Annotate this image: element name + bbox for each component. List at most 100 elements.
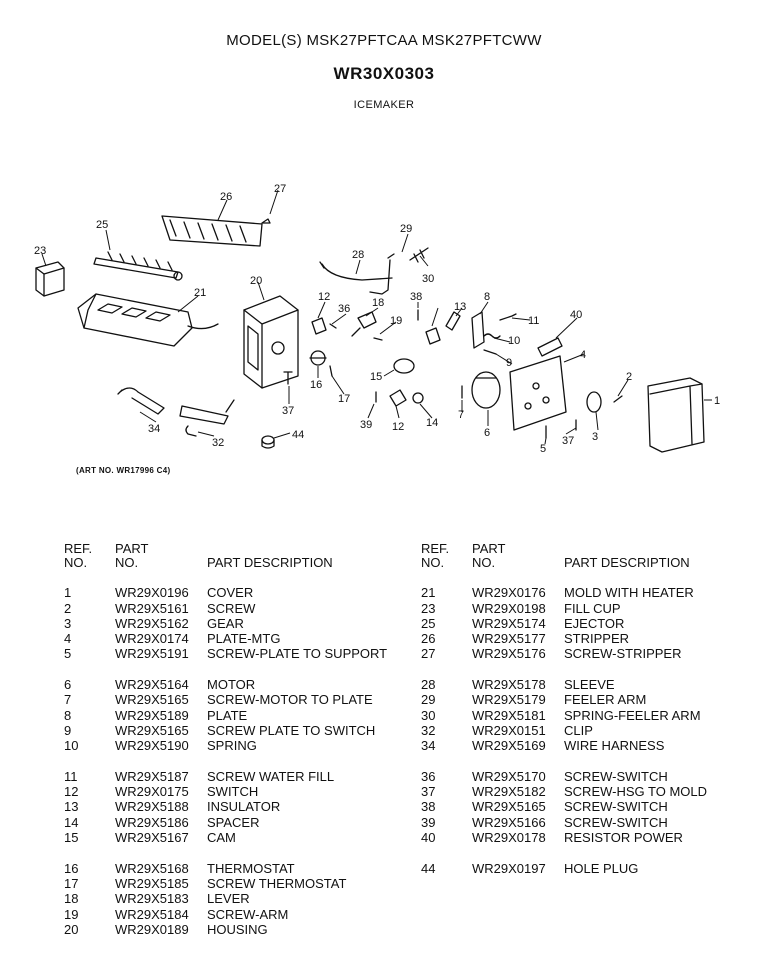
part-switch-lower xyxy=(389,389,407,407)
assembly-part-number: WR30X0303 xyxy=(333,64,435,83)
ref-number: 15 xyxy=(64,830,79,846)
part-number: WR29X5176 xyxy=(472,646,546,662)
part-description: MOLD WITH HEATER xyxy=(564,585,694,601)
ref-number: 8 xyxy=(64,707,72,723)
part-description: SCREW-SWITCH xyxy=(564,799,668,815)
ref-number: 14 xyxy=(64,814,79,830)
part-number: WR29X5167 xyxy=(115,830,189,846)
part-description: SCREW-ARM xyxy=(207,906,289,922)
part-wire-harness xyxy=(117,387,165,415)
part-number: WR29X5174 xyxy=(472,615,546,631)
ref-number: 26 xyxy=(421,631,436,647)
part-description: SCREW xyxy=(207,600,256,616)
ref-number: 4 xyxy=(64,631,72,647)
part-number: WR29X5164 xyxy=(115,677,189,693)
ref-number: 37 xyxy=(421,784,436,800)
table-row: 13 WR29X5188 INSULATOR xyxy=(64,799,387,814)
callout-40: 40 xyxy=(570,309,582,321)
part-number: WR29X5188 xyxy=(115,799,189,815)
part-number: WR29X5177 xyxy=(472,631,546,647)
callout-44: 44 xyxy=(292,429,304,441)
part-description: PLATE-MTG xyxy=(207,631,281,647)
part-description: SCREW-MOTOR TO PLATE xyxy=(207,692,373,708)
ref-number: 18 xyxy=(64,891,79,907)
ref-number: 38 xyxy=(421,799,436,815)
table-row: 17 WR29X5185 SCREW THERMOSTAT xyxy=(64,876,387,891)
callout-27: 27 xyxy=(274,183,286,195)
callout-10: 10 xyxy=(508,335,520,347)
part-number: WR29X5182 xyxy=(472,784,546,800)
part-cover xyxy=(647,377,705,453)
callout-1: 1 xyxy=(714,395,720,407)
callout-39: 39 xyxy=(360,419,372,431)
callout-36: 36 xyxy=(338,303,350,315)
part-number: WR29X0189 xyxy=(115,921,189,937)
row-spacer xyxy=(421,662,707,677)
part-description: LEVER xyxy=(207,891,250,907)
part-description: SPRING xyxy=(207,738,257,754)
part-description: INSULATOR xyxy=(207,799,281,815)
part-description: THERMOSTAT xyxy=(207,860,295,876)
row-spacer xyxy=(64,570,387,585)
part-thermostat xyxy=(309,350,327,366)
part-number: WR29X5185 xyxy=(115,875,189,891)
part-screw xyxy=(613,395,623,403)
ref-number: 34 xyxy=(421,738,436,754)
part-description: SCREW PLATE TO SWITCH xyxy=(207,722,376,738)
table-row: 27 WR29X5176 SCREW-STRIPPER xyxy=(421,646,707,661)
part-lever xyxy=(351,311,377,337)
part-feeler-arm xyxy=(369,253,395,295)
ref-number: 10 xyxy=(64,738,79,754)
row-spacer xyxy=(421,570,707,585)
callout-15: 15 xyxy=(370,371,382,383)
callout-34: 34 xyxy=(148,423,160,435)
callout-37b: 37 xyxy=(562,435,574,447)
part-number: WR29X0198 xyxy=(472,600,546,616)
row-spacer xyxy=(421,754,707,769)
row-spacer xyxy=(64,845,387,860)
part-description: COVER xyxy=(207,585,254,601)
part-description: SPACER xyxy=(207,814,260,830)
section-title: ICEMAKER xyxy=(353,99,415,111)
ref-number: 17 xyxy=(64,875,79,891)
ref-number: 39 xyxy=(421,814,436,830)
callout-11: 11 xyxy=(528,315,539,327)
ref-number: 13 xyxy=(64,799,79,815)
callout-37a: 37 xyxy=(282,405,294,417)
part-description: SPRING-FEELER ARM xyxy=(564,707,701,723)
callout-17: 17 xyxy=(338,393,350,405)
callout-4: 4 xyxy=(580,349,586,361)
ref-number: 30 xyxy=(421,707,436,723)
part-description: SCREW THERMOSTAT xyxy=(207,875,347,891)
part-number: WR29X5191 xyxy=(115,646,189,662)
part-description: SCREW-STRIPPER xyxy=(564,646,682,662)
ref-number: 27 xyxy=(421,646,436,662)
part-screw-switch xyxy=(329,323,337,329)
part-number: WR29X5161 xyxy=(115,600,189,616)
part-number: WR29X0178 xyxy=(472,830,546,846)
model-numbers: MODEL(S) MSK27PFTCAA MSK27PFTCWW xyxy=(226,32,542,49)
part-description: MOTOR xyxy=(207,677,256,693)
part-screw-hsg-left xyxy=(283,371,293,385)
part-sleeve xyxy=(319,261,393,281)
ref-number: 11 xyxy=(64,768,78,784)
part-description: STRIPPER xyxy=(564,631,630,647)
part-description: CLIP xyxy=(564,722,593,738)
